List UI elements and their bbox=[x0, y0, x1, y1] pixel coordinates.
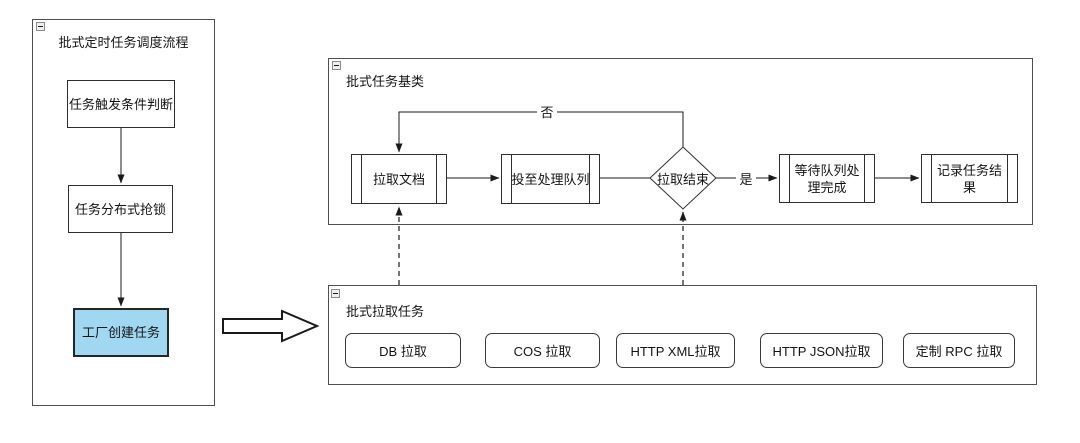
panel-task-base bbox=[328, 58, 1033, 225]
edge-label-no: 否 bbox=[537, 103, 557, 120]
panel-schedule-flow bbox=[32, 19, 215, 406]
collapse-icon[interactable] bbox=[331, 289, 340, 298]
node-trigger-check: 任务触发条件判断 bbox=[67, 80, 175, 128]
collapse-icon[interactable] bbox=[36, 22, 45, 31]
task-custom-rpc-pull: 定制 RPC 拉取 bbox=[903, 333, 1015, 368]
task-http-json-pull: HTTP JSON拉取 bbox=[760, 333, 883, 368]
task-db-pull: DB 拉取 bbox=[345, 333, 461, 368]
edge-label-yes: 是 bbox=[736, 170, 756, 187]
node-enqueue: 投至处理队列 bbox=[501, 154, 600, 204]
node-pull-doc: 拉取文档 bbox=[351, 154, 447, 204]
collapse-icon[interactable] bbox=[332, 61, 341, 70]
task-http-xml-pull: HTTP XML拉取 bbox=[616, 333, 735, 368]
task-cos-pull: COS 拉取 bbox=[485, 333, 600, 368]
panel-schedule-title: 批式定时任务调度流程 bbox=[58, 35, 189, 50]
node-record-result: 记录任务结 果 bbox=[921, 154, 1018, 203]
node-distributed-lock: 任务分布式抢锁 bbox=[68, 185, 173, 233]
block-arrow-right-icon bbox=[222, 309, 320, 343]
node-wait-queue: 等待队列处 理完成 bbox=[779, 154, 875, 203]
panel-task-base-title: 批式任务基类 bbox=[346, 74, 425, 89]
panel-pull-tasks-title: 批式拉取任务 bbox=[346, 304, 425, 319]
node-decision-label: 拉取结束 bbox=[656, 171, 709, 187]
panel-pull-tasks bbox=[328, 285, 1037, 385]
node-factory-create-task: 工厂创建任务 bbox=[73, 308, 169, 357]
